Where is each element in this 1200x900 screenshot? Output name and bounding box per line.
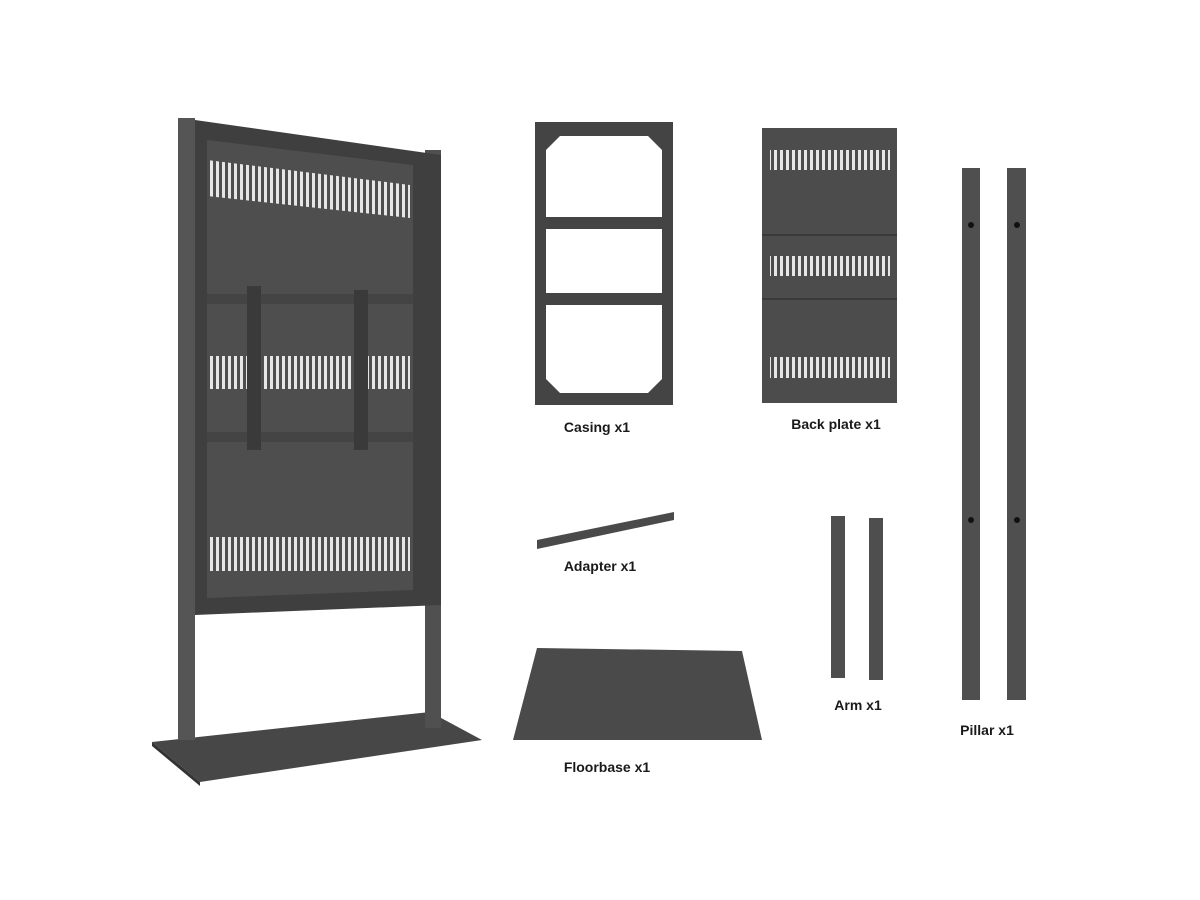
assembled-stand xyxy=(152,118,482,786)
assembled-adapter-top xyxy=(207,294,413,304)
arm-label: Arm x1 xyxy=(834,697,882,713)
assembled-left-pillar xyxy=(178,118,195,740)
pillar-part xyxy=(962,168,1026,700)
casing-part xyxy=(535,122,673,405)
floorbase-part xyxy=(513,648,762,740)
back-plate-label: Back plate x1 xyxy=(791,416,881,432)
assembled-base-plate xyxy=(152,712,482,782)
assembled-adapter-bottom xyxy=(207,432,413,442)
back-plate-part xyxy=(762,128,897,403)
adapter-label: Adapter x1 xyxy=(563,558,637,574)
assembled-arm-left xyxy=(247,286,261,450)
floorbase-label: Floorbase x1 xyxy=(563,759,651,775)
assembled-arm-right xyxy=(354,290,368,450)
adapter-part xyxy=(537,512,674,549)
arm-part xyxy=(831,516,883,680)
casing-label: Casing x1 xyxy=(563,419,631,435)
pillar-label: Pillar x1 xyxy=(960,722,1014,738)
